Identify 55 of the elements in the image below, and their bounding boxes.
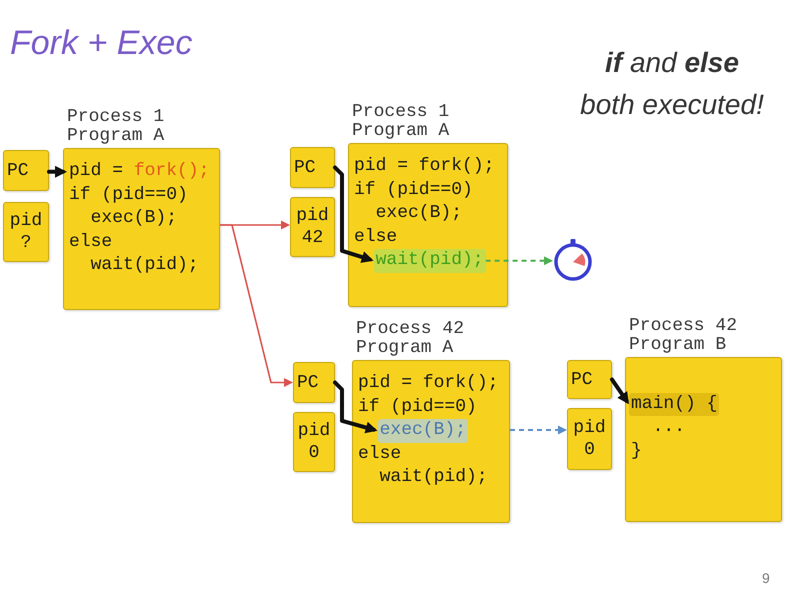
process-heading: Program A <box>351 122 450 141</box>
code-line: pid = fork(); <box>358 372 498 395</box>
register-value: 0 <box>584 439 595 461</box>
register-label: pid <box>573 417 606 439</box>
process-heading: Process 1 <box>66 108 164 127</box>
code-line: ... <box>652 416 685 439</box>
process-heading: Process 42 <box>355 320 464 339</box>
pc-register <box>290 147 335 188</box>
code-line: pid = fork(); <box>354 155 494 178</box>
pid-register <box>290 197 335 257</box>
register-value: 42 <box>302 227 324 249</box>
process-heading: Program A <box>66 127 164 146</box>
code-line: if (pid==0) <box>69 184 188 206</box>
arrow <box>220 224 293 387</box>
pc-register <box>567 360 612 399</box>
code-line: wait(pid); <box>90 254 199 277</box>
register-label: pid <box>298 420 330 442</box>
stopwatch-icon <box>553 239 593 281</box>
pid-register <box>567 408 612 470</box>
register-value: 0 <box>308 442 320 464</box>
register-label: pid <box>296 205 329 227</box>
register-value: ? <box>20 232 32 254</box>
pc-register <box>3 150 49 191</box>
code-line: else <box>358 442 402 466</box>
code-line: exec(B); <box>90 207 178 230</box>
register-label: PC <box>297 372 319 394</box>
process-heading: Process 1 <box>351 103 450 122</box>
code-line: wait(pid); <box>380 466 488 489</box>
page-number: 9 <box>762 570 770 586</box>
pointer-arrow <box>47 166 67 178</box>
pc-register <box>293 362 335 403</box>
code-line: else <box>354 226 398 248</box>
pointer-arrow <box>333 380 378 434</box>
code-line: if (pid==0) <box>358 396 477 418</box>
code-line: pid = fork(); <box>67 160 212 184</box>
process-heading: Process 42 <box>628 317 738 336</box>
code-line: if (pid==0) <box>354 178 473 202</box>
pid-register <box>3 202 49 262</box>
process-heading: Program B <box>628 336 726 355</box>
pointer-arrow <box>610 378 629 404</box>
note-text: both executed! <box>580 89 764 121</box>
register-label: pid <box>10 210 42 232</box>
register-label: PC <box>571 368 593 390</box>
note-text: if and else <box>605 47 739 79</box>
code-line: } <box>631 440 642 462</box>
dashed-arrow <box>510 426 567 434</box>
register-label: PC <box>294 156 316 178</box>
code-line: else <box>69 230 112 254</box>
process-heading: Program A <box>355 339 454 358</box>
dashed-arrow <box>486 256 553 266</box>
code-line: exec(B); <box>376 202 462 225</box>
pid-register <box>293 412 335 472</box>
register-label: PC <box>7 160 29 182</box>
pointer-arrow <box>333 166 374 263</box>
slide-title: Fork + Exec <box>10 24 192 63</box>
